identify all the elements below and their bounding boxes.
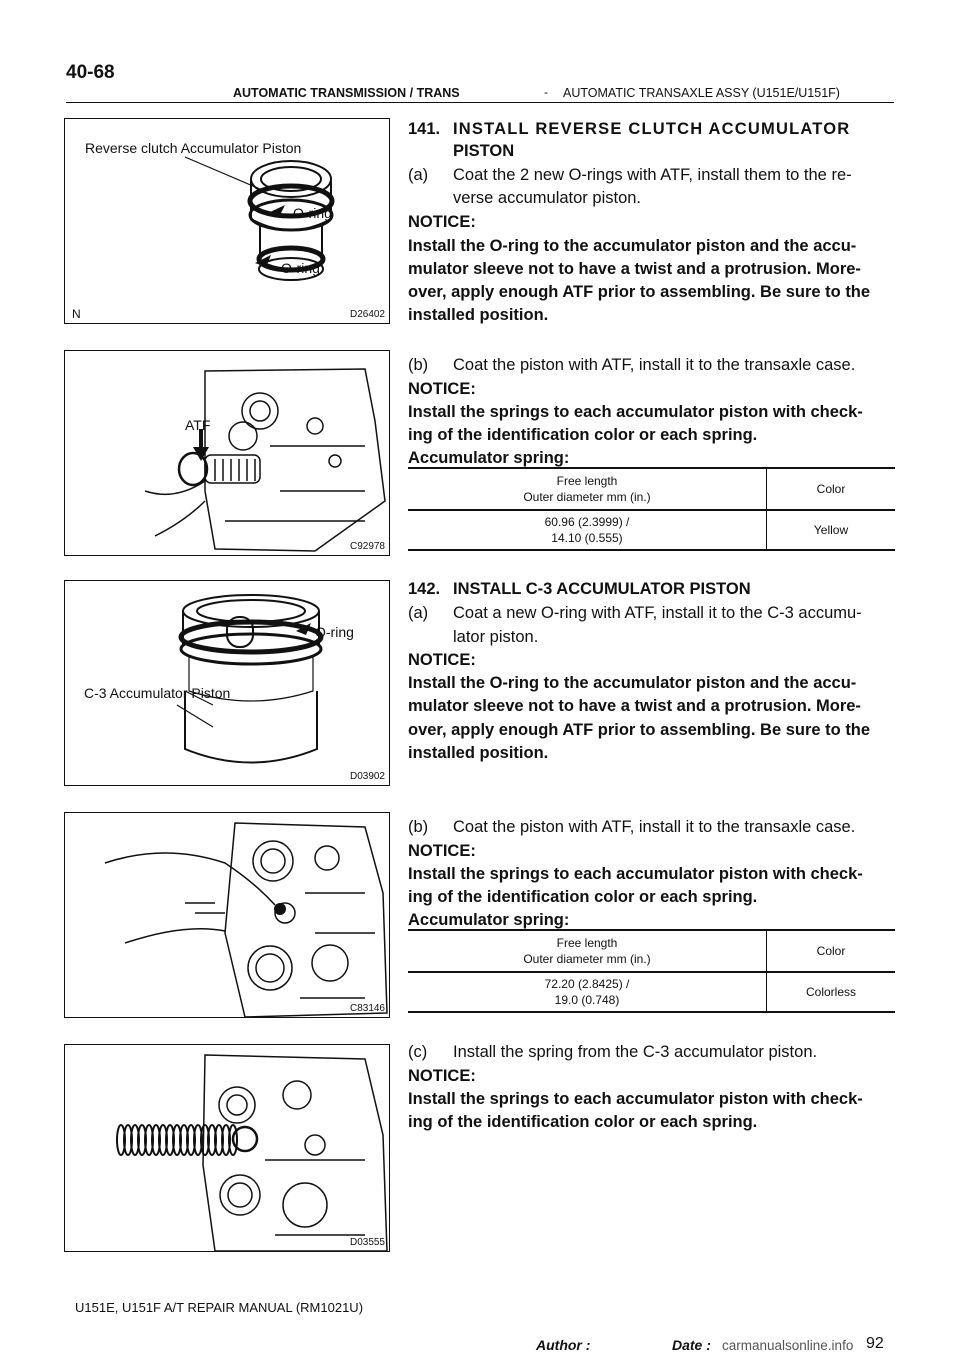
manual-footer: U151E, U151F A/T REPAIR MANUAL (RM1021U)	[75, 1300, 364, 1315]
notice-title: NOTICE:	[408, 651, 476, 669]
section-title: AUTOMATIC TRANSMISSION / TRANS	[233, 86, 460, 100]
atf-application-illustration	[144, 368, 386, 552]
substep-text: Install the spring from the C-3 accumula…	[453, 1043, 818, 1061]
notice-line: ing of the identification color or each …	[408, 426, 758, 444]
table-row: 60.96 (2.3999) /14.10 (0.555) Yellow	[408, 509, 895, 551]
substep-label: (a)	[408, 166, 429, 184]
step-number: 142.	[408, 580, 441, 598]
label-atf: ATF	[185, 417, 211, 433]
label-o-ring: O-ring	[315, 624, 354, 640]
subsection-title: AUTOMATIC TRANSAXLE ASSY (U151E/U151F)	[563, 86, 840, 100]
step-142-heading: 142. INSTALL C-3 ACCUMULATOR PISTON	[408, 580, 751, 599]
step-141-heading-cont: PISTON	[453, 142, 515, 160]
notice-title: NOTICE:	[408, 213, 476, 231]
watermark: carmanualsonline.info	[722, 1338, 854, 1353]
notice-line: installed position.	[408, 306, 549, 324]
figure-code: D26402	[349, 309, 385, 320]
substep-label: (b)	[408, 818, 429, 836]
step-title: INSTALL REVERSE CLUTCH ACCUMULATOR	[453, 120, 851, 138]
notice-line: over, apply enough ATF prior to assembli…	[408, 283, 871, 301]
figure-code: D03555	[349, 1237, 385, 1248]
substep-text: Coat the 2 new O-rings with ATF, install…	[453, 166, 852, 184]
step-number: 141.	[408, 120, 441, 138]
c3-piston-installation-illustration	[104, 822, 388, 1017]
label-o-ring-lower: O-ring	[281, 260, 320, 276]
notice-line: Install the springs to each accumulator …	[408, 1090, 863, 1108]
step-title: INSTALL C-3 ACCUMULATOR PISTON	[453, 580, 751, 598]
table-cell: Yellow	[766, 509, 895, 551]
step-142-a: (a) Coat a new O-ring with ATF, install i…	[408, 604, 862, 623]
table-cell: 60.96 (2.3999) /14.10 (0.555)	[408, 509, 767, 551]
step-141-a: (a) Coat the 2 new O-rings with ATF, inst…	[408, 166, 852, 185]
notice-line: mulator sleeve not to have a twist and a…	[408, 697, 861, 715]
figure-code: D03902	[349, 771, 385, 782]
label-reverse-clutch-piston: Reverse clutch Accumulator Piston	[85, 140, 302, 156]
notice-line: Install the O-ring to the accumulator pi…	[408, 237, 857, 255]
table-row: 72.20 (2.8425) /19.0 (0.748) Colorless	[408, 971, 895, 1013]
notice-line: ing of the identification color or each …	[408, 888, 758, 906]
figure-code: C83146	[349, 1003, 385, 1014]
step-142-b: (b) Coat the piston with ATF, install it …	[408, 818, 855, 837]
substep-text: Coat the piston with ATF, install it to …	[453, 818, 856, 836]
table-header-cell: Color	[766, 929, 895, 973]
step-141-b: (b) Coat the piston with ATF, install it …	[408, 356, 855, 375]
table-cell: 72.20 (2.8425) /19.0 (0.748)	[408, 971, 767, 1013]
spring-installation-illustration	[116, 1054, 388, 1251]
label-c3-accumulator-piston: C-3 Accumulator Piston	[84, 685, 231, 701]
notice-title: NOTICE:	[408, 842, 476, 860]
substep-label: (a)	[408, 604, 429, 622]
figure-corner-mark: N	[72, 307, 81, 321]
date-label: Date :	[672, 1337, 711, 1353]
reverse-piston-illustration	[184, 156, 335, 281]
notice-line: over, apply enough ATF prior to assembli…	[408, 721, 871, 739]
figure-d26402: Reverse clutch Accumulator Piston O-ring…	[64, 118, 390, 324]
figure-d03902: O-ring C-3 Accumulator Piston D03902	[64, 580, 390, 786]
step-141-a-cont: verse accumulator piston.	[453, 189, 642, 207]
footer-page-number: 92	[866, 1335, 884, 1352]
label-o-ring-upper: O-ring	[293, 205, 332, 221]
spring-table-title: Accumulator spring:	[408, 911, 570, 929]
substep-label: (b)	[408, 356, 429, 374]
figure-c92978: ATF C92978	[64, 350, 390, 556]
table-cell: Colorless	[766, 971, 895, 1013]
c3-piston-illustration	[176, 594, 324, 764]
header-separator: -	[544, 85, 548, 99]
substep-text: Coat a new O-ring with ATF, install it t…	[453, 604, 862, 622]
notice-title: NOTICE:	[408, 1067, 476, 1085]
notice-line: Install the springs to each accumulator …	[408, 865, 863, 883]
notice-line: Install the O-ring to the accumulator pi…	[408, 674, 857, 692]
notice-line: installed position.	[408, 744, 549, 762]
notice-line: Install the springs to each accumulator …	[408, 403, 863, 421]
step-141-heading: 141. INSTALL REVERSE CLUTCH ACCUMULATOR	[408, 120, 850, 139]
page-number: 40-68	[66, 62, 115, 83]
figure-d03555: D03555	[64, 1044, 390, 1252]
step-142-c: (c) Install the spring from the C-3 accum…	[408, 1043, 817, 1062]
notice-line: mulator sleeve not to have a twist and a…	[408, 260, 861, 278]
author-label: Author :	[536, 1337, 591, 1353]
page-header: AUTOMATIC TRANSMISSION / TRANS - AUTOMAT…	[66, 85, 894, 103]
notice-line: ing of the identification color or each …	[408, 1113, 758, 1131]
spring-table-title: Accumulator spring:	[408, 449, 570, 467]
table-header-cell: Color	[766, 467, 895, 511]
substep-text: Coat the piston with ATF, install it to …	[453, 356, 856, 374]
substep-label: (c)	[408, 1043, 428, 1061]
notice-title: NOTICE:	[408, 380, 476, 398]
figure-code: C92978	[349, 541, 385, 552]
figure-c83146: C83146	[64, 812, 390, 1018]
step-142-a-cont: lator piston.	[453, 628, 539, 646]
